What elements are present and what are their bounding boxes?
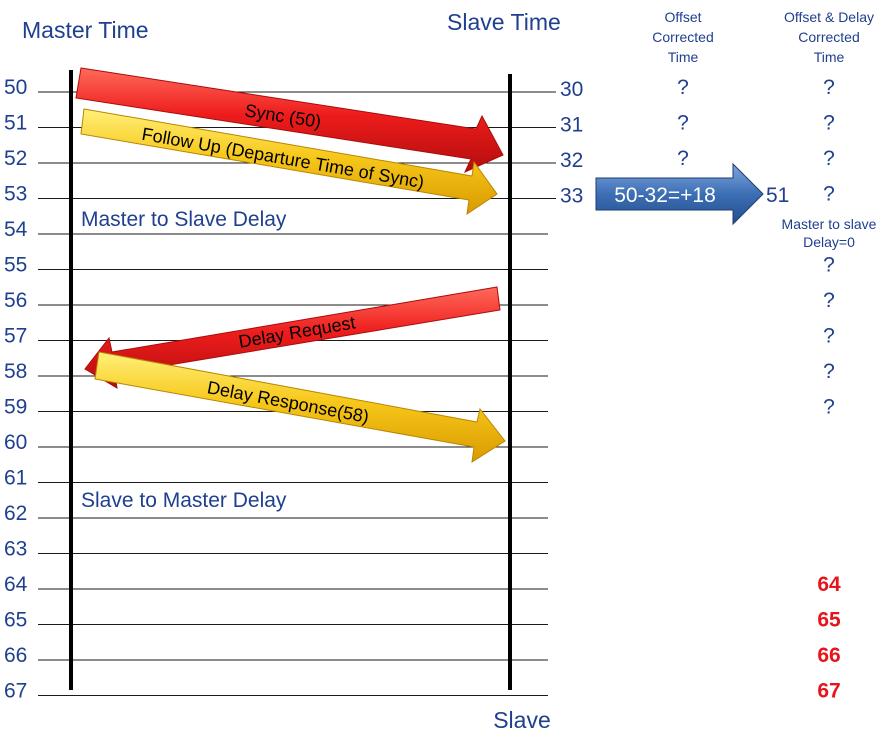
corrected-time-value: 65 bbox=[817, 609, 841, 632]
offset-delay-corrected-heading: Offset & Delay Corrected Time bbox=[784, 9, 874, 65]
corrected-time-value: 66 bbox=[817, 644, 840, 667]
offset-delay-heading-line: Corrected bbox=[798, 29, 859, 45]
master-tick-label: 65 bbox=[4, 609, 27, 632]
master-tick-label: 64 bbox=[4, 573, 28, 596]
unknown-value: ? bbox=[823, 254, 835, 277]
slave-footer-label: Slave bbox=[493, 707, 551, 733]
master-tick-label: 52 bbox=[4, 147, 27, 170]
master-tick-label: 55 bbox=[4, 254, 27, 277]
master-tick-label: 50 bbox=[4, 76, 27, 99]
offset-corrected-heading-line: Corrected bbox=[652, 29, 713, 45]
unknown-value: ? bbox=[823, 396, 835, 419]
offset-delay-heading-line: Time bbox=[814, 49, 845, 65]
unknown-value: ? bbox=[823, 325, 835, 348]
master-tick-label: 62 bbox=[4, 502, 27, 525]
master-tick-label: 61 bbox=[4, 467, 27, 490]
offset-corrected-value: ? bbox=[677, 112, 689, 135]
offset-corrected-heading: Offset Corrected Time bbox=[652, 9, 713, 65]
slave-tick-labels: 30 31 32 33 bbox=[560, 78, 583, 208]
offset-calculation-expression: 50-32=+18 bbox=[614, 184, 716, 207]
delay-response-message-arrow: Delay Response(58) bbox=[94, 351, 506, 463]
master-tick-label: 53 bbox=[4, 183, 27, 206]
master-tick-label: 66 bbox=[4, 644, 27, 667]
master-tick-label: 59 bbox=[4, 396, 27, 419]
slave-to-master-delay-label: Slave to Master Delay bbox=[81, 489, 287, 512]
master-tick-label: 56 bbox=[4, 289, 27, 312]
master-tick-label: 54 bbox=[4, 218, 28, 241]
master-tick-labels: 50 51 52 53 54 55 56 57 58 59 60 61 62 63 64 65 66 67 bbox=[4, 76, 28, 703]
slave-tick-label: 33 bbox=[560, 185, 583, 208]
offset-corrected-heading-line: Time bbox=[668, 49, 699, 65]
unknown-value: ? bbox=[823, 76, 835, 99]
offset-delay-corrected-values: ????????? 64 65 66 67 bbox=[817, 76, 841, 703]
master-tick-label: 63 bbox=[4, 538, 27, 561]
time-grid bbox=[38, 91, 556, 696]
delay-request-label: Delay Request bbox=[237, 312, 357, 351]
offset-corrected-values: ??? bbox=[677, 76, 689, 170]
offset-corrected-value: ? bbox=[677, 147, 689, 170]
corrected-time-value: 64 bbox=[817, 573, 841, 596]
master-tick-label: 67 bbox=[4, 680, 27, 703]
corrected-time-value: 67 bbox=[817, 680, 840, 703]
master-tick-label: 51 bbox=[4, 112, 27, 135]
unknown-value: ? bbox=[823, 183, 835, 206]
offset-corrected-heading-line: Offset bbox=[664, 9, 701, 25]
unknown-value: ? bbox=[823, 112, 835, 135]
master-to-slave-note-line: Master to slave bbox=[782, 216, 877, 232]
master-to-slave-delay-label: Master to Slave Delay bbox=[81, 208, 287, 231]
master-time-heading: Master Time bbox=[22, 17, 149, 43]
master-to-slave-note-line: Delay=0 bbox=[803, 234, 855, 250]
slave-time-heading: Slave Time bbox=[447, 9, 561, 35]
master-tick-label: 58 bbox=[4, 360, 27, 383]
master-tick-label: 60 bbox=[4, 431, 27, 454]
offset-corrected-value: ? bbox=[677, 76, 689, 99]
unknown-value: ? bbox=[823, 360, 835, 383]
slave-tick-label: 32 bbox=[560, 149, 583, 172]
master-to-slave-note: Master to slave Delay=0 bbox=[782, 216, 877, 250]
offset-calculation-result: 51 bbox=[766, 184, 789, 207]
unknown-value: ? bbox=[823, 289, 835, 312]
unknown-value: ? bbox=[823, 147, 835, 170]
master-tick-label: 57 bbox=[4, 325, 27, 348]
offset-delay-heading-line: Offset & Delay bbox=[784, 9, 874, 25]
offset-calculation-arrow: 50-32=+18 bbox=[595, 162, 764, 226]
slave-tick-label: 31 bbox=[560, 114, 583, 137]
slave-tick-label: 30 bbox=[560, 78, 583, 101]
